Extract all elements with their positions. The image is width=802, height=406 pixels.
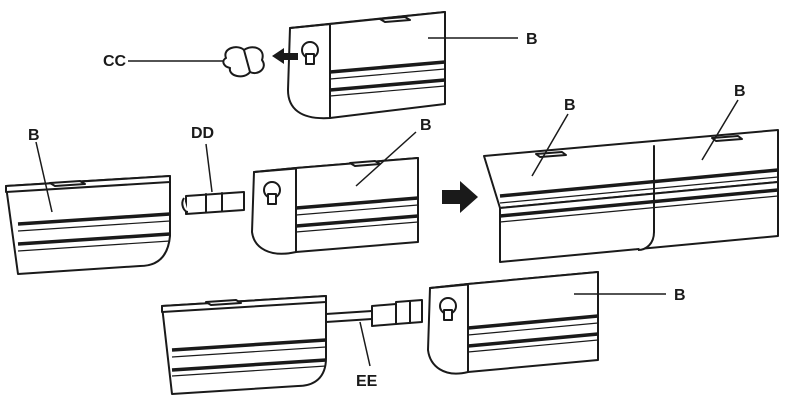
end-cap-cc [222,46,265,78]
arrow-right-icon [442,181,478,213]
label-b-2: B [28,127,40,144]
leader-dd [205,143,213,193]
label-ee: EE [356,373,378,390]
leader-b-5 [701,99,739,161]
keyhole-icon [301,41,319,65]
step3-left-fixture [161,295,327,395]
keyhole-icon [439,297,457,321]
joined-fixtures [483,129,779,263]
label-b-5: B [734,83,746,100]
label-cc: CC [103,53,127,70]
step3-right-fixture [427,271,599,375]
label-dd: DD [191,125,214,142]
leader-b-2 [35,141,53,213]
step2-left-fixture [5,175,171,275]
keyhole-icon [263,181,281,205]
connector-dd [181,191,245,215]
leader-ee [359,321,371,367]
label-b-4: B [564,97,576,114]
label-b-1: B [526,31,538,48]
cable-ee [325,299,423,327]
arrow-left-icon [272,48,298,64]
label-b-3: B [420,117,432,134]
label-b-6: B [674,287,686,304]
leader-b-4 [531,113,569,177]
step2-right-fixture [251,157,419,255]
step1-fixture [287,11,446,120]
leader-b-3 [355,131,417,187]
